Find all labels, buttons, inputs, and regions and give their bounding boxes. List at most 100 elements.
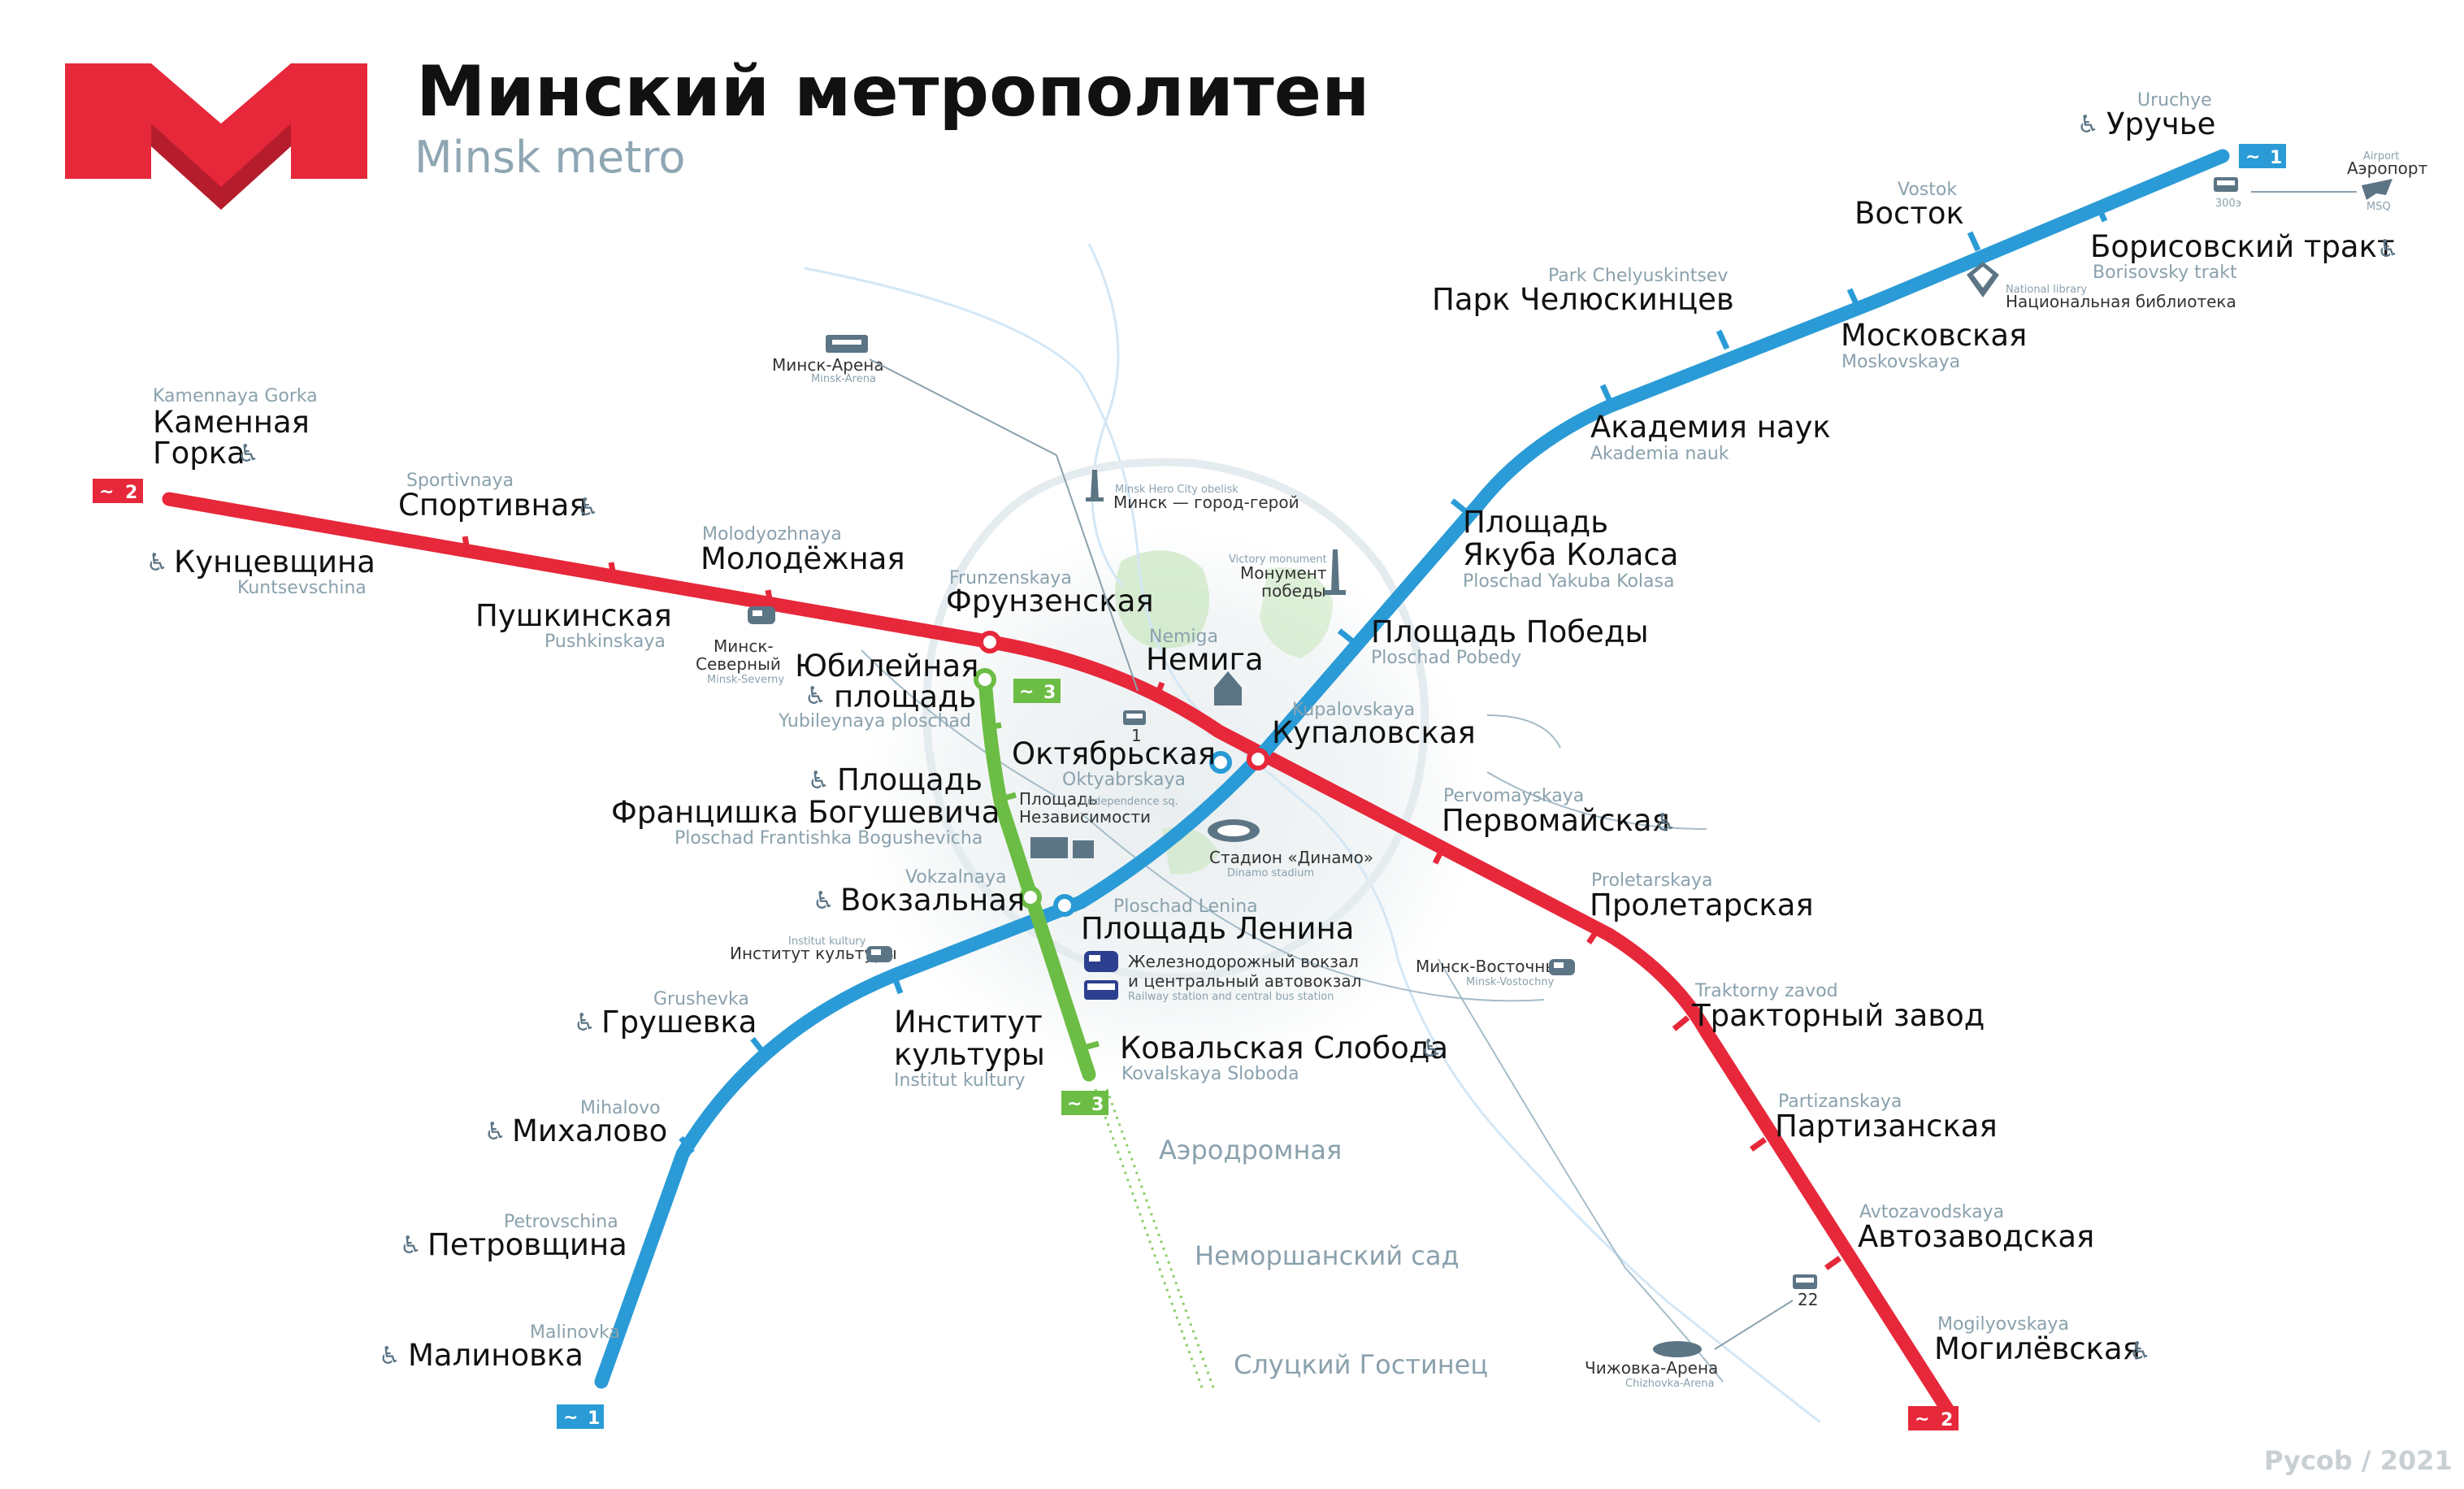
station-mogilyovskaya[interactable]: Могилёвская: [1934, 1331, 2141, 1366]
planned-station-slutsky[interactable]: Слуцкий Гостинец: [1234, 1349, 1488, 1380]
accessible-icon: ♿: [2377, 235, 2399, 263]
station-nemiga[interactable]: Немига: [1146, 642, 1264, 677]
station-grushevka[interactable]: Грушевка: [601, 1005, 757, 1040]
station-pervomayskaya[interactable]: Первомайская: [1442, 803, 1670, 838]
station-vokzalnaya[interactable]: Вокзальная: [840, 883, 1025, 918]
station-pobedy[interactable]: Площадь Победы: [1371, 614, 1649, 649]
svg-text:~: ~: [2245, 147, 2260, 167]
station-borisovsky[interactable]: Борисовский тракт: [2090, 229, 2395, 264]
accessible-icon: ♿: [484, 1118, 506, 1146]
svg-text:~: ~: [99, 482, 114, 502]
station-vostok-latin: Vostok: [1898, 180, 1957, 200]
svg-text:2: 2: [125, 483, 137, 503]
park-area: [1260, 567, 1333, 658]
station-bogushevicha-latin: Ploschad Frantishka Bogushevicha: [675, 828, 983, 849]
station-pobedy-latin: Ploschad Pobedy: [1371, 648, 1521, 668]
accessible-icon: ♿: [237, 440, 259, 468]
railway-line: [1486, 771, 1707, 830]
poi-bus-1: 1: [1131, 726, 1142, 745]
leader-line: [1714, 1300, 1794, 1350]
line-2-track: [162, 492, 1958, 1422]
station-bogushevicha-line2[interactable]: Францишка Богушевича: [611, 795, 1000, 830]
poi-airport: Аэропорт: [2347, 158, 2428, 178]
station-pushkinskaya-latin: Pushkinskaya: [544, 632, 666, 652]
station-kupalovskaya-latin: Kupalovskaya: [1292, 700, 1415, 720]
station-kupalovskaya[interactable]: Купаловская: [1272, 715, 1476, 750]
station-partizanskaya[interactable]: Партизанская: [1775, 1109, 1998, 1144]
map-subtitle: Minsk metro: [414, 132, 685, 183]
line-1-badge-top: ~ 1: [2239, 144, 2286, 168]
station-uruchye-latin: Uruchye: [2137, 90, 2212, 111]
line-3-badge-middle: ~ 3: [1013, 679, 1061, 703]
bus-icon: [1793, 1274, 1817, 1289]
library-icon: [1967, 262, 1999, 297]
station-kovalskaya[interactable]: Ковальская Слобода: [1120, 1031, 1448, 1066]
station-kuntsevschina[interactable]: Кунцевщина: [174, 545, 375, 580]
station-avtozavodskaya[interactable]: Автозаводская: [1858, 1219, 2094, 1254]
planned-station-nemorshansky[interactable]: Неморшанский сад: [1195, 1240, 1460, 1271]
poi-railway-station: Железнодорожный вокзал: [1128, 952, 1359, 971]
station-kolasa-line2[interactable]: Якуба Коласа: [1463, 537, 1678, 572]
station-grushevka-latin: Grushevka: [653, 989, 749, 1009]
station-petrovschina[interactable]: Петровщина: [427, 1227, 627, 1262]
station-petrovschina-latin: Petrovschina: [504, 1212, 618, 1232]
planned-station-aerodromnaya[interactable]: Аэродромная: [1159, 1135, 1342, 1166]
minsk-metro-logo: [65, 63, 367, 210]
poi-chizhovka: Чижовка-Арена: [1585, 1358, 1718, 1378]
svg-text:~: ~: [1915, 1409, 1929, 1430]
station-moskovskaya-latin: Moskovskaya: [1841, 352, 1960, 372]
station-vostok[interactable]: Восток: [1855, 196, 1964, 231]
copyright: Pycob / 2021: [2264, 1445, 2453, 1476]
station-yubileynaya[interactable]: Юбилейная: [795, 649, 978, 684]
bus-icon: [1123, 710, 1146, 725]
railway-line: [1486, 714, 1561, 749]
station-yubileynaya-latin: Yubileynaya ploschad: [778, 711, 971, 731]
poi-dinamo: Стадион «Динамо»: [1209, 848, 1373, 867]
accessible-icon: ♿: [813, 887, 835, 915]
station-kamennaya[interactable]: Каменная: [153, 405, 310, 440]
train-icon: [1084, 951, 1118, 972]
station-traktorny[interactable]: Тракторный завод: [1691, 998, 1985, 1033]
station-pushkinskaya[interactable]: Пушкинская: [475, 598, 672, 633]
station-kolasa-latin: Ploschad Yakuba Kolasa: [1463, 571, 1674, 592]
station-akademia[interactable]: Академия наук: [1590, 410, 1831, 445]
station-moskovskaya[interactable]: Московская: [1841, 318, 2027, 353]
station-kolasa[interactable]: Площадь: [1463, 505, 1608, 540]
station-yubileynaya-line2[interactable]: площадь: [834, 679, 976, 714]
station-uruchye[interactable]: Уручье: [2106, 106, 2215, 141]
svg-text:2: 2: [1941, 1410, 1953, 1430]
station-proletarskaya-latin: Proletarskaya: [1591, 870, 1713, 891]
station-institut[interactable]: Институт: [894, 1005, 1043, 1040]
poi-minsk-vostochny-latin: Minsk-Vostochny: [1466, 976, 1555, 988]
station-malinovka[interactable]: Малиновка: [408, 1338, 583, 1373]
poi-minsk-severny: Минск-: [714, 636, 774, 656]
poi-victory: Монумент: [1240, 563, 1327, 583]
station-ticks: [462, 202, 2108, 1272]
station-lenina[interactable]: Площадь Ленина: [1081, 911, 1354, 946]
station-kamennaya-line2[interactable]: Горка: [153, 436, 245, 471]
station-kuntsevschina-latin: Kuntsevschina: [237, 578, 367, 598]
station-bogushevicha[interactable]: Площадь: [837, 762, 983, 797]
poi-bus-22: 22: [1798, 1290, 1818, 1309]
station-frunzenskaya-latin: Frunzenskaya: [949, 568, 1072, 588]
station-institut-line2[interactable]: культуры: [894, 1037, 1045, 1072]
station-mihalovo[interactable]: Михалово: [512, 1113, 667, 1148]
svg-text:3: 3: [1043, 683, 1056, 703]
station-molodezhnaya[interactable]: Молодёжная: [701, 541, 905, 576]
station-molodezhnaya-latin: Molodyozhnaya: [702, 524, 842, 545]
poi-minsk-arena: Минск-Арена: [772, 355, 884, 375]
independence-square-icon: [1030, 837, 1094, 858]
airport-bus-icon: [2214, 177, 2238, 192]
svg-text:~: ~: [1019, 682, 1034, 702]
station-partizanskaya-latin: Partizanskaya: [1778, 1092, 1902, 1112]
station-frunzenskaya[interactable]: Фрунзенская: [946, 584, 1154, 619]
station-chelyuskintsev[interactable]: Парк Челюскинцев: [1432, 282, 1734, 317]
airplane-icon: [2362, 179, 2392, 200]
minsk-arena-icon: [826, 335, 868, 353]
station-mihalovo-latin: Mihalovo: [580, 1098, 661, 1118]
station-sportivnaya[interactable]: Спортивная: [398, 488, 588, 523]
station-oktyabrskaya[interactable]: Октябрьская: [1012, 736, 1216, 771]
station-proletarskaya[interactable]: Пролетарская: [1590, 888, 1814, 922]
station-chelyuskintsev-latin: Park Chelyuskintsev: [1548, 266, 1728, 286]
